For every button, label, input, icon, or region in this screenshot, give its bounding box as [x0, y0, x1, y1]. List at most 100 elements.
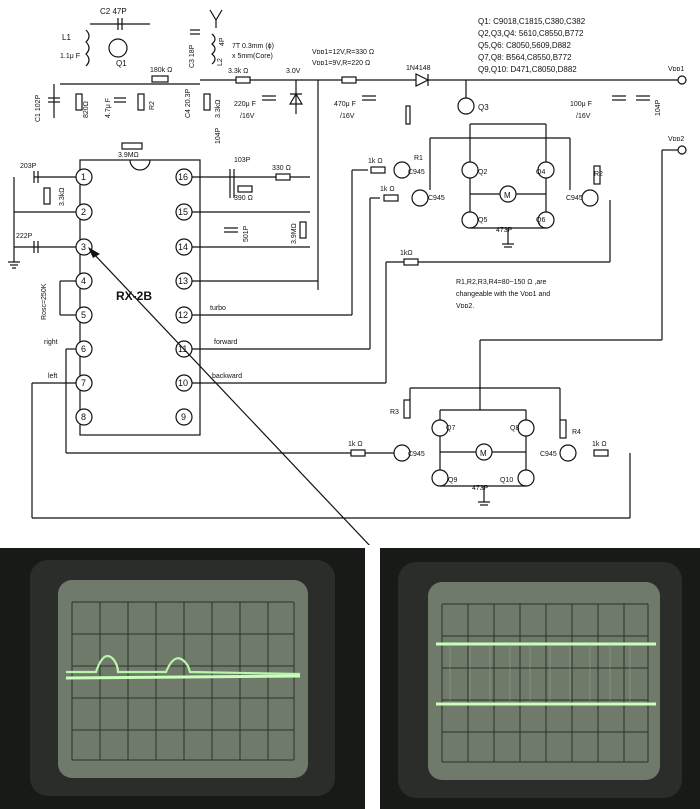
supply-rail: Vᴅᴅ1 Vᴅᴅ2 Vᴅᴅ1=12V,R=330 Ω Vᴅᴅ1=9V,R=220…: [200, 49, 687, 410]
rf-receiver: C2 47P Q1 L1 1.1μ F C1 102P 820Ω 4.7μ F …: [35, 7, 376, 290]
hbridge-steering: R3 R4 1k Ω 1k Ω C945 C945 Q7 Q8 Q9 Q10 M…: [348, 387, 609, 506]
label-c473-2: 473P: [472, 485, 489, 492]
chip-pin: 8: [81, 412, 86, 422]
supply-note: Vᴅᴅ1=9V,R=220 Ω: [312, 60, 370, 67]
label-r330: 330 Ω: [272, 165, 291, 172]
label-r180k: 180k Ω: [150, 67, 172, 74]
note-line: changeable with the Vᴅᴅ1 and: [456, 291, 550, 298]
label-c220u-v: /16V: [240, 113, 255, 120]
chip-pin: 3: [81, 242, 86, 252]
label-r2: R2: [594, 171, 603, 178]
label-c470u: 470μ F: [334, 101, 356, 108]
label-backward: backward: [212, 373, 242, 380]
supply-note: Vᴅᴅ1=12V,R=330 Ω: [312, 49, 374, 56]
label-q6: Q6: [536, 217, 545, 224]
chip-pins-right: 16 15 14 13 12 11 10 9: [175, 168, 193, 426]
label-q9: Q9: [448, 477, 457, 484]
rail-components: 1N4148 100μ F /16V 104P: [406, 65, 662, 120]
label-q4: Q4: [536, 169, 545, 176]
label-r39m-side: 3.9MΩ: [291, 223, 298, 244]
q9-transistor: [431, 469, 449, 487]
label-r33k-h: 3.3k Ω: [228, 68, 248, 75]
parts-list-line: Q2,Q3,Q4: 5610,C8550,B772: [478, 29, 584, 38]
label-r1k-a: 1k Ω: [368, 158, 383, 165]
circuit-schematic: Q1: C9018,C1815,C380,C382 Q2,Q3,Q4: 5610…: [8, 7, 687, 545]
parts-list-line: Q9,Q10: D471,C8050,D882: [478, 65, 577, 74]
label-c222: 222P: [16, 233, 33, 240]
label-rosc: Rosc=250K: [41, 283, 48, 320]
vdd2-terminal: [677, 145, 687, 155]
label-c100u-v: /16V: [576, 113, 591, 120]
label-l1-value: 1.1μ F: [60, 53, 80, 60]
label-forward: forward: [214, 339, 237, 346]
label-c470u-v: /16V: [340, 113, 355, 120]
label-v30: 3.0V: [286, 68, 301, 75]
label-r1k-b: 1k Ω: [380, 186, 395, 193]
note-line: R1,R2,R3,R4=80~150 Ω ,are: [456, 279, 547, 286]
label-left: left: [48, 373, 57, 380]
label-c945-4: C945: [408, 451, 425, 458]
label-r33k-v: 3.3kΩ: [215, 100, 222, 118]
chip-pin: 2: [81, 207, 86, 217]
scope-left-drawing: [0, 548, 365, 809]
chip-pins-left: 1 2 3 4 5 6 7 8: [75, 168, 93, 426]
c945-transistor: [393, 444, 411, 462]
label-c47u: 4.7μ F: [105, 98, 112, 118]
label-q8: Q8: [510, 425, 519, 432]
chip-peripherals: 3.9MΩ 203P 3.3kΩ 222P Rosc=250K 103P 330…: [8, 142, 318, 320]
chip-pin: 12: [178, 310, 188, 320]
label-c3: C3 18P: [189, 44, 196, 68]
label-l1: L1: [62, 33, 71, 42]
label-motor-steering: M: [480, 449, 487, 458]
chip-pin: 10: [178, 378, 188, 388]
label-r3: R3: [390, 409, 399, 416]
note-line: Vᴅᴅ2.: [456, 303, 474, 310]
label-c220u: 220μ F: [234, 101, 256, 108]
label-r1k-d: 1k Ω: [348, 441, 363, 448]
chip-pin: 16: [178, 172, 188, 182]
label-d1: 1N4148: [406, 65, 431, 72]
label-r33k-left: 3.3kΩ: [59, 188, 66, 206]
c945-transistor: [411, 189, 429, 207]
parts-list-line: Q1: C9018,C1815,C380,C382: [478, 17, 586, 26]
chip-pin: 4: [81, 276, 86, 286]
label-r820: 820Ω: [83, 101, 90, 118]
oscilloscope-photo-left: [0, 548, 365, 809]
c945-transistor: [393, 161, 411, 179]
label-motor-main: M: [504, 191, 511, 200]
label-c473-1: 473P: [496, 227, 513, 234]
label-r39m-top: 3.9MΩ: [118, 152, 139, 159]
chip-pin: 15: [178, 207, 188, 217]
q8-transistor: [517, 419, 535, 437]
chip-pin: 5: [81, 310, 86, 320]
chip-pin: 9: [181, 412, 186, 422]
vdd1-terminal: [677, 75, 687, 85]
vdd2-label: Vᴅᴅ2: [668, 136, 684, 143]
label-q1: Q1: [116, 59, 127, 68]
probe-arrow: [88, 247, 370, 545]
label-q7: Q7: [446, 425, 455, 432]
label-c501: 501P: [243, 225, 250, 242]
oscilloscope-photo-right: [380, 548, 700, 809]
chip-pin: 13: [178, 276, 188, 286]
parts-list: Q1: C9018,C1815,C380,C382 Q2,Q3,Q4: 5610…: [478, 17, 586, 74]
label-c104-mid: 104P: [215, 127, 222, 144]
label-turbo: turbo: [210, 305, 226, 312]
c945-transistor: [559, 444, 577, 462]
rx2b-chip: RX-2B 1 2 3 4 5 6 7 8 16 15 14 13 12 11 …: [75, 159, 201, 436]
q10-transistor: [517, 469, 535, 487]
label-c1: C1 102P: [35, 94, 42, 122]
chip-pin: 6: [81, 344, 86, 354]
label-c103: 103P: [234, 157, 251, 164]
label-c4p: 4P: [219, 37, 226, 46]
label-c203: 203P: [20, 163, 37, 170]
label-r2-top: R2: [149, 101, 156, 110]
label-r1k-c: 1kΩ: [400, 250, 413, 257]
label-c2: C2 47P: [100, 7, 127, 16]
q5-transistor: [461, 211, 479, 229]
parts-list-line: Q5,Q6: C8050,5609,D882: [478, 41, 572, 50]
c945-transistor: [581, 189, 599, 207]
label-c945-1: C945: [408, 169, 425, 176]
label-q5: Q5: [478, 217, 487, 224]
chip-pin: 11: [178, 344, 187, 354]
